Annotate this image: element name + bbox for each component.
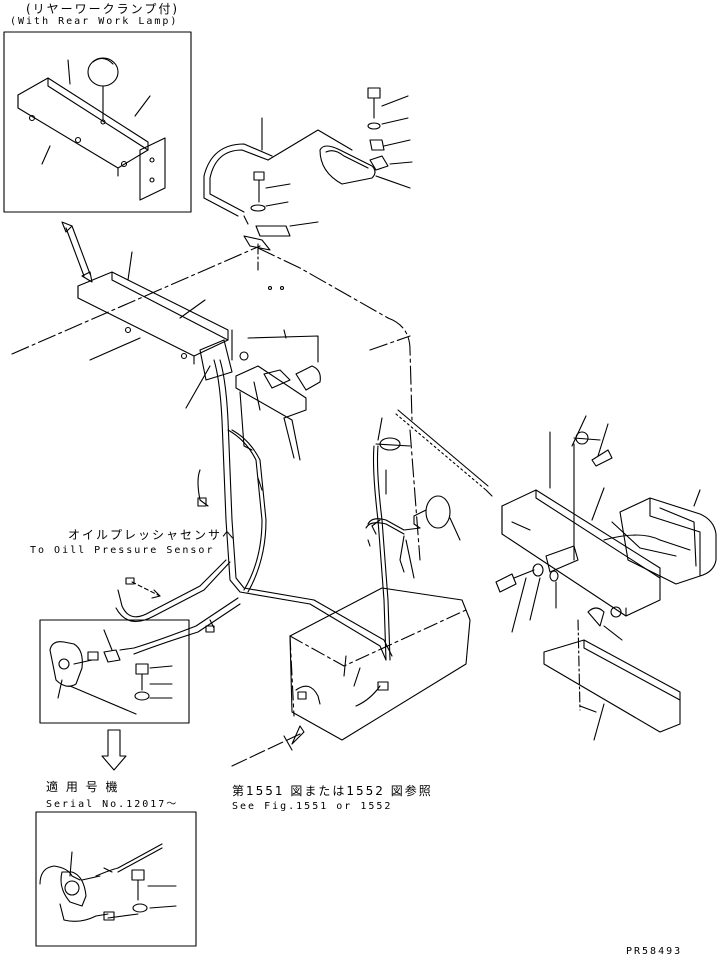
wiring-harness — [115, 359, 393, 661]
inset-rear-work-lamp — [3, 31, 192, 213]
rear-lamp-label-en: (With Rear Work Lamp) — [10, 16, 179, 27]
inset-oil-pressure-sensor — [39, 619, 190, 724]
see-fig-label-jp: 第1551 図または1552 図参照 — [232, 784, 433, 798]
right-lamp-bracket — [495, 415, 717, 741]
upper-handrail — [203, 117, 376, 251]
horn-bracket — [231, 329, 321, 461]
oil-sensor-label-jp: オイルプレッシャセンサへ — [68, 528, 237, 542]
oil-sensor-arrow-icon — [125, 577, 161, 599]
leader-lines — [257, 243, 387, 495]
upper-right-bolts — [367, 87, 413, 189]
main-lamp-bracket — [77, 251, 233, 409]
oil-sensor-label-en: To Oill Pressure Sensor — [30, 545, 215, 556]
cab-outline — [11, 245, 421, 561]
down-arrow-icon — [101, 729, 127, 771]
serial-label-en: Serial No.12017～ — [46, 799, 179, 810]
see-fig-label-en: See Fig.1551 or 1552 — [232, 801, 393, 812]
battery-box — [289, 587, 471, 741]
double-arrow-icon — [61, 221, 93, 283]
see-fig-pointer — [231, 725, 305, 767]
serial-label-jp: 適 用 号 機 — [46, 780, 120, 794]
right-lamp-cable — [365, 409, 493, 661]
rear-lamp-label-jp: (リヤーワークランプ付) — [26, 2, 180, 16]
drawing-number: PR58493 — [626, 946, 683, 957]
inset-serial — [35, 811, 197, 947]
